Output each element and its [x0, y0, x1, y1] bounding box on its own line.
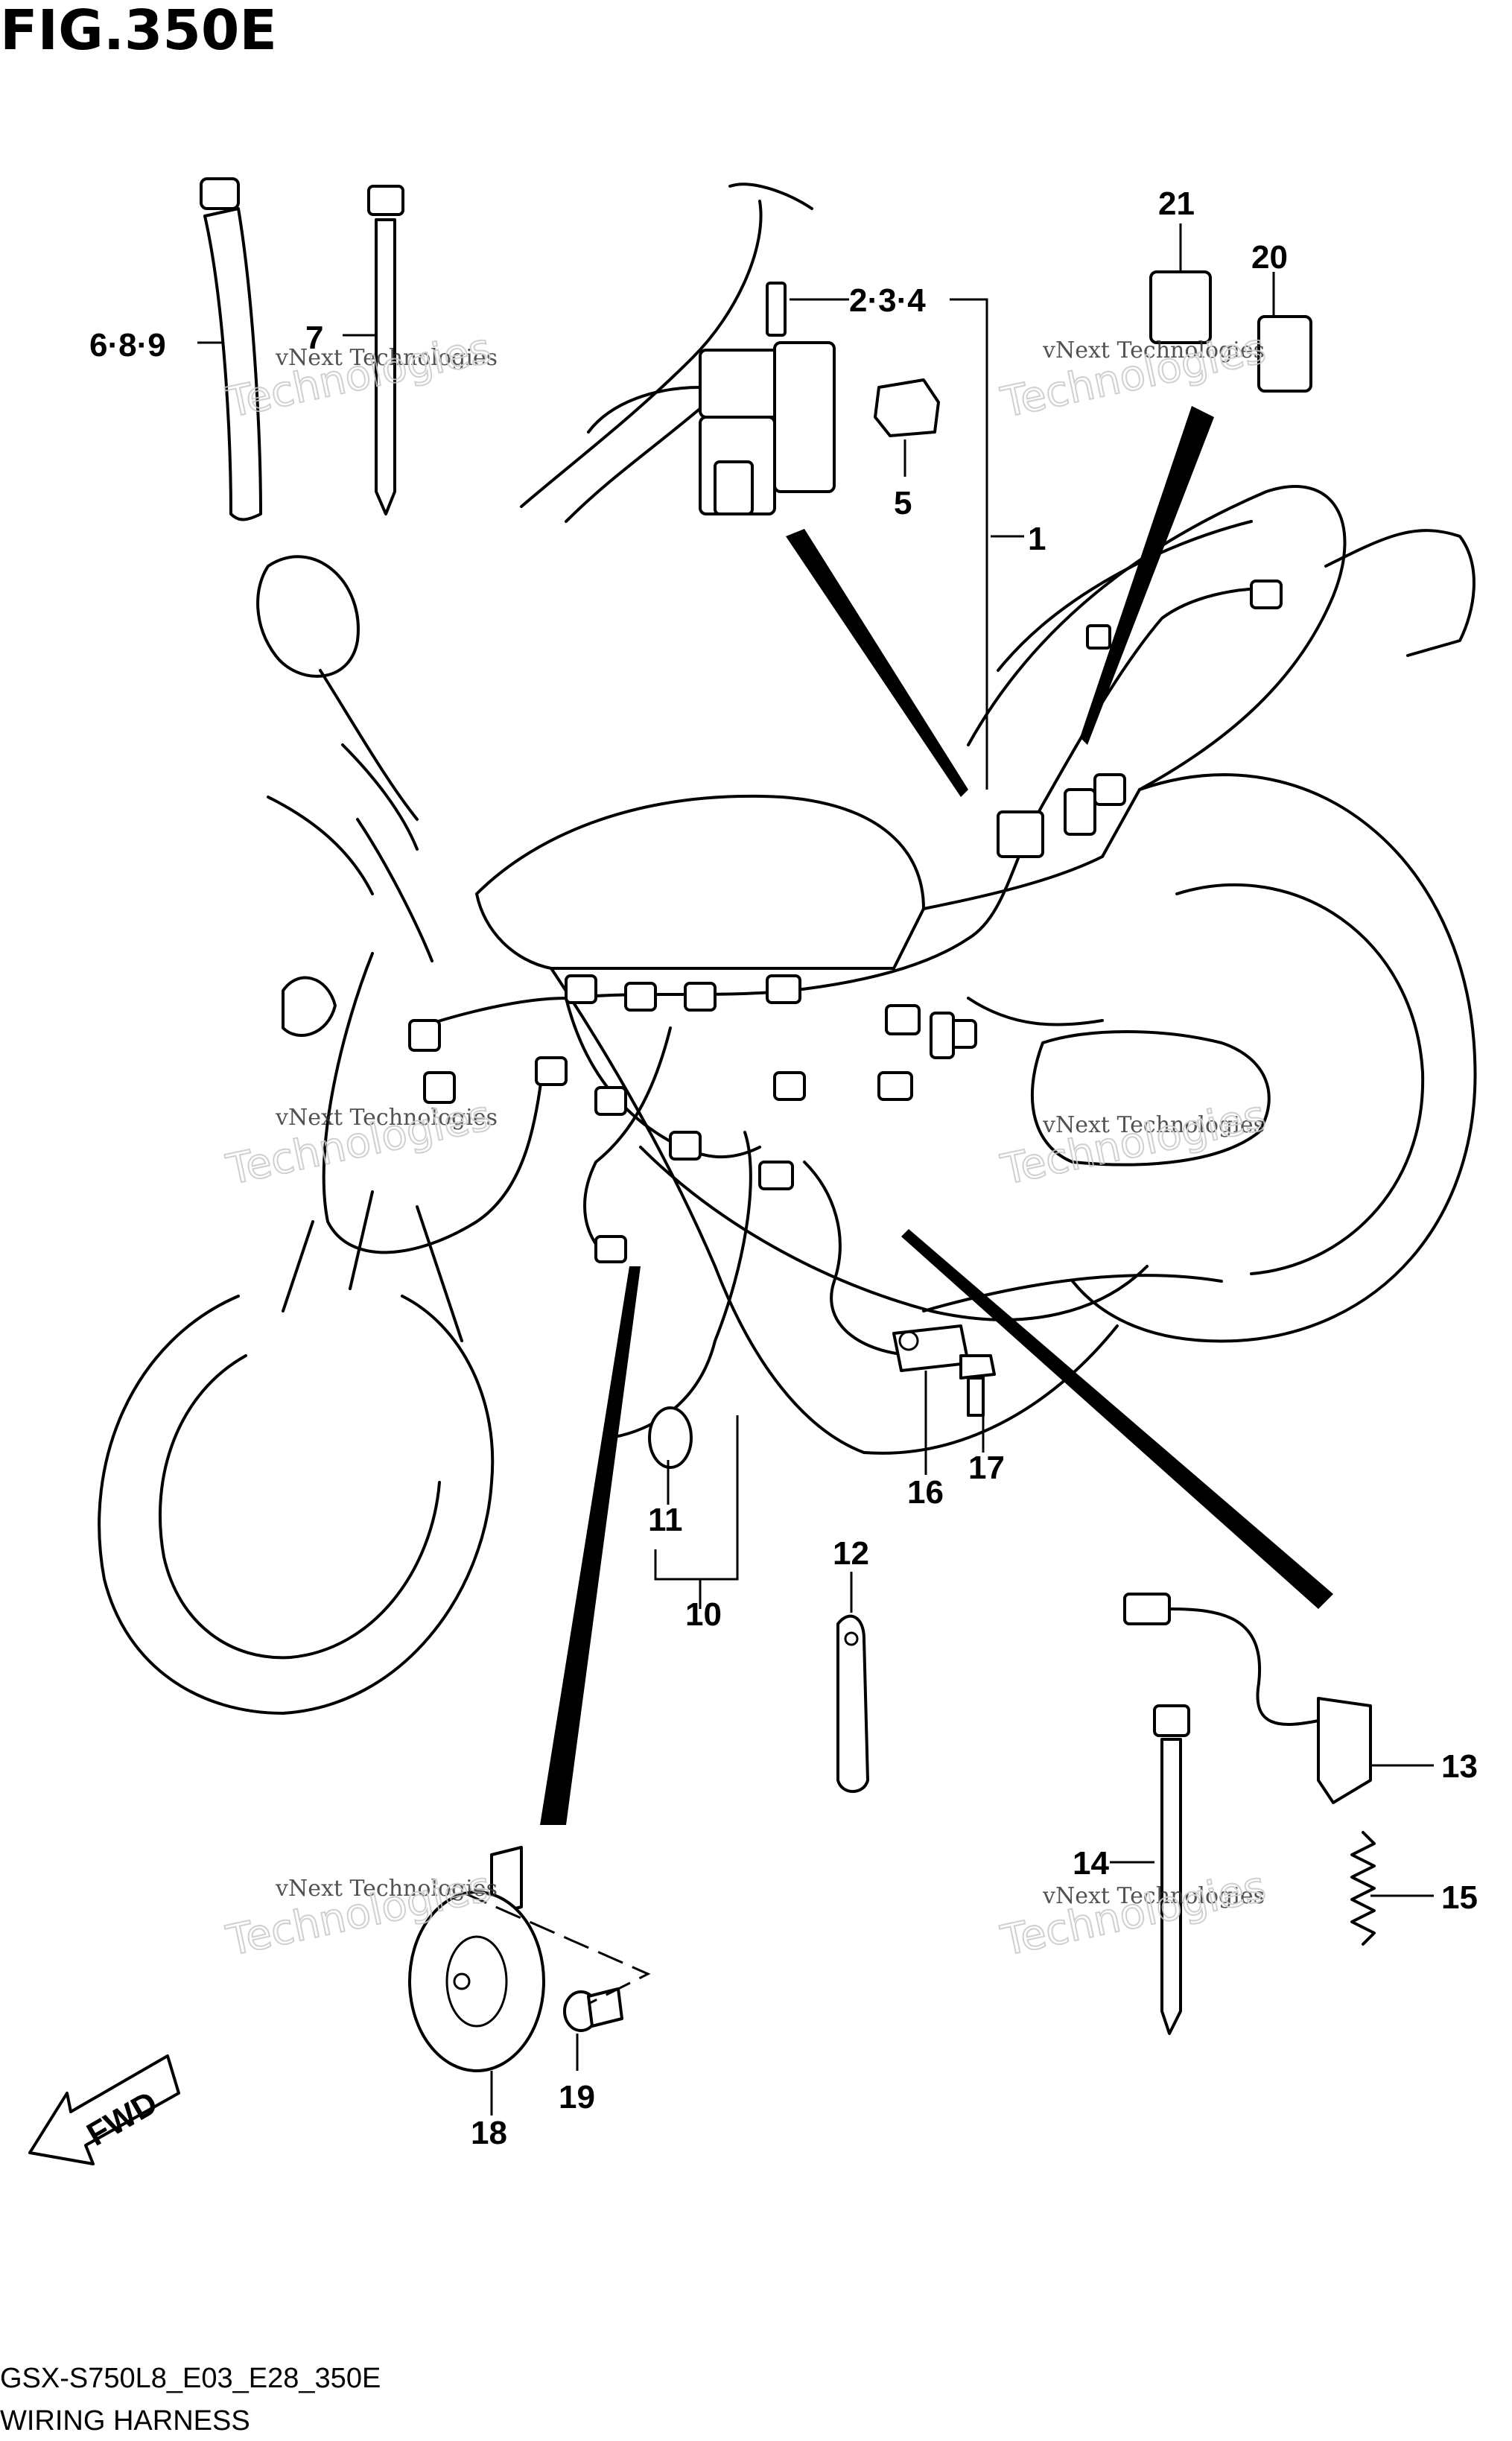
watermark-text: vNext Technologies [1042, 337, 1265, 364]
callout-18: 18 [471, 2115, 507, 2151]
callout-1: 1 [1028, 521, 1046, 557]
watermark-text: vNext Technologies [1042, 1883, 1265, 1909]
callout-15: 15 [1441, 1879, 1478, 1916]
spring-15 [1350, 1831, 1376, 1946]
callout-2-3-4: 2·3·4 [849, 282, 926, 319]
callout-labels: 1 2·3·4 5 6·8·9 7 21 20 11 10 16 17 12 1… [89, 185, 1478, 2151]
watermark-text: vNext Technologies [1042, 1112, 1265, 1138]
bolt-19 [563, 1987, 623, 2032]
sensor-13 [1123, 1593, 1372, 1804]
frame-sketch [520, 182, 813, 523]
callout-21: 21 [1158, 185, 1195, 222]
callout-7: 7 [305, 320, 323, 356]
cable-tie-clip [200, 177, 262, 521]
callout-16: 16 [907, 1474, 944, 1511]
fuse-cap [874, 378, 940, 437]
callout-17: 17 [968, 1450, 1005, 1486]
watermark-logo: Technologies [997, 1091, 1269, 1195]
figure-title: FIG.350E [0, 0, 277, 63]
horn-18 [408, 1846, 545, 2072]
watermark-text: vNext Technologies [275, 1876, 498, 1902]
fwd-arrow: FWD [28, 2054, 180, 2165]
callout-13: 13 [1441, 1748, 1478, 1785]
callout-6-8-9: 6·8·9 [89, 327, 166, 364]
callout-10: 10 [685, 1596, 722, 1633]
leader-wedges [540, 406, 1333, 1825]
harness-clamp [836, 1614, 869, 1793]
relay-20 [1257, 315, 1312, 393]
callout-11: 11 [648, 1502, 683, 1538]
fuse-box [699, 282, 836, 515]
watermark-logo: Technologies [997, 1862, 1269, 1966]
watermark-text: vNext Technologies [275, 345, 498, 371]
callout-5: 5 [894, 485, 912, 521]
callout-20: 20 [1251, 239, 1288, 276]
motorcycle-outline [98, 485, 1477, 1715]
callout-19: 19 [559, 2079, 595, 2115]
watermark-logo: Technologies [222, 324, 495, 428]
callout-14: 14 [1073, 1845, 1109, 1882]
grommet-11 [648, 1406, 693, 1469]
relay-21 [1149, 270, 1212, 344]
wiring-harness [408, 580, 1283, 1439]
callout-leaders [197, 223, 1434, 2115]
bolt-17 [959, 1354, 996, 1417]
bracket-16 [892, 1324, 970, 1372]
watermark-text: vNext Technologies [275, 1105, 498, 1131]
cable-tie [367, 185, 404, 515]
model-code: GSX-S750L8_E03_E28_350E [0, 2363, 381, 2394]
watermarks: vNext Technologies Technologies vNext Te… [221, 323, 1270, 1967]
section-name: WIRING HARNESS [0, 2405, 250, 2437]
cable-tie-14 [1153, 1704, 1190, 2035]
callout-12: 12 [833, 1535, 869, 1572]
